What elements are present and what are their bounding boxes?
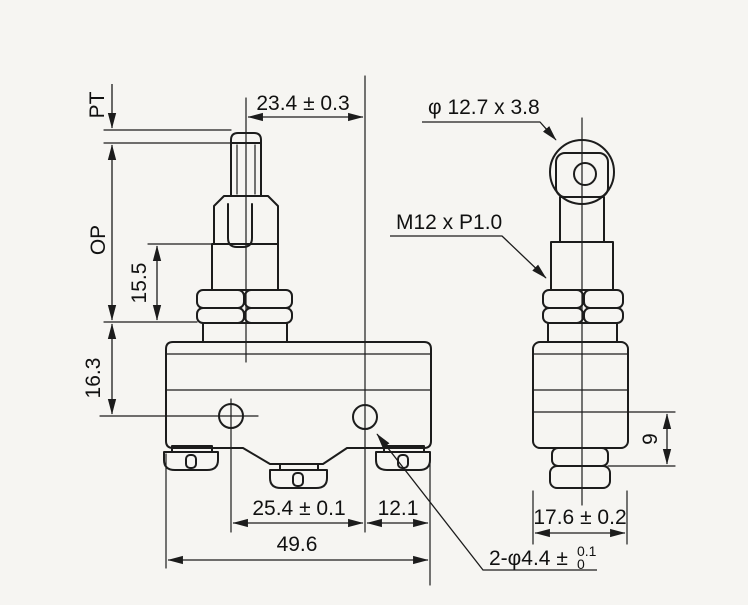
side-nut-row1-left <box>542 289 584 309</box>
front-view <box>99 75 432 533</box>
plunger-mid-block <box>213 195 279 245</box>
roller-axle <box>573 162 597 186</box>
leader-thread-spec <box>390 235 547 279</box>
front-nut-row2-left <box>196 307 245 324</box>
label-operating-position: OP <box>87 225 110 255</box>
label-thread-spec: M12 x P1.0 <box>396 211 502 234</box>
side-base-boss-lower <box>549 465 611 489</box>
leader-mounting-holes <box>376 433 597 571</box>
side-base-boss-upper <box>551 447 609 467</box>
plunger-lower-block <box>211 243 279 291</box>
side-cylinder <box>550 241 614 291</box>
label-bushing-height: 15.5 <box>128 263 151 304</box>
front-bushing <box>202 322 288 343</box>
label-body-depth: 17.6 ± 0.2 <box>533 506 626 529</box>
label-roller-size: φ 12.7 x 3.8 <box>428 96 540 119</box>
label-hole-spacing: 25.4 ± 0.1 <box>252 497 345 520</box>
plunger-pin <box>230 132 262 197</box>
label-body-width: 49.6 <box>277 533 318 556</box>
terminal-left <box>163 445 219 471</box>
side-view <box>532 117 676 506</box>
front-nut-row1-right <box>244 289 293 309</box>
label-mounting-holes-tol-lower: 0 <box>577 556 585 572</box>
side-nut-row2-right <box>583 307 624 324</box>
leader-roller-size <box>422 121 557 141</box>
label-hole-to-edge: 12.1 <box>378 497 419 520</box>
plunger-slot <box>227 203 253 248</box>
front-nut-row1-left <box>196 289 245 309</box>
label-plunger-to-hole: 23.4 ± 0.3 <box>256 92 349 115</box>
label-base-height: 9 <box>639 433 662 445</box>
terminal-center <box>269 463 328 489</box>
label-mounting-holes-tol-upper: 0.1 <box>577 543 597 559</box>
label-top-to-hole: 16.3 <box>82 358 105 399</box>
label-mounting-holes: 2-φ4.4 ± <box>489 547 568 570</box>
front-nut-row2-right <box>244 307 293 324</box>
side-body <box>532 341 629 449</box>
side-nut-row2-left <box>542 307 584 324</box>
dimensions: PT OP 15.5 16.3 23.4 ± 0.3 φ 12.7 x 3.8 … <box>82 84 676 586</box>
side-nut-row1-right <box>583 289 624 309</box>
front-body <box>165 341 432 465</box>
roller-circle <box>549 139 615 205</box>
label-pretravel: PT <box>86 91 109 118</box>
